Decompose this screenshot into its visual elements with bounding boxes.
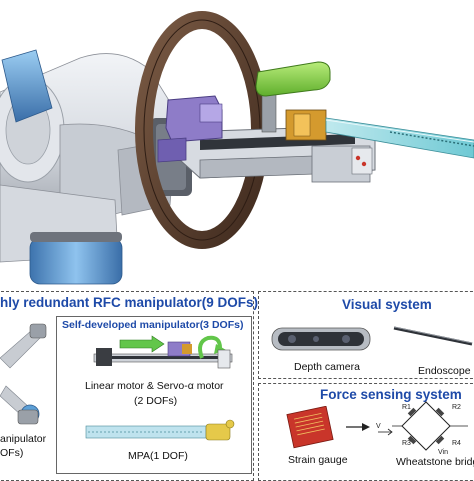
bridge-vout-label: V: [376, 423, 381, 430]
depth-camera-image: [271, 327, 371, 351]
wheatstone-bridge-diagram: [378, 401, 468, 451]
force-sensor-mount: [255, 61, 331, 141]
servo-motor: [157, 95, 223, 163]
mpa-image: [85, 419, 235, 441]
force-panel-title: Force sensing system: [320, 387, 462, 402]
self-developed-title: Self-developed manipulator(3 DOFs): [62, 319, 244, 331]
strain-gauge-caption: Strain gauge: [288, 454, 348, 466]
endoscope-image: [393, 326, 473, 346]
rfc-panel-title: hly redundant RFC manipulator(9 DOFs): [0, 295, 259, 310]
endoscope-caption: Endoscope: [418, 365, 471, 377]
visual-system-panel: [258, 291, 474, 379]
linear-servo-motor-image: [93, 335, 233, 369]
depth-camera-caption: Depth camera: [294, 361, 360, 373]
visual-panel-title: Visual system: [342, 297, 432, 312]
robot-arm: [0, 49, 176, 285]
motor-dofs-caption: (2 DOFs): [134, 395, 178, 407]
ur-arm-image: [0, 323, 47, 425]
rfc-robot-illustration: [0, 11, 474, 285]
bridge-label-r1: R1: [402, 404, 411, 411]
bridge-vin-label: Vin: [438, 449, 448, 456]
ur-arm-caption-2: OFs): [0, 447, 24, 459]
bridge-label-r2: R2: [452, 404, 461, 411]
ur-arm-caption-1: anipulator: [0, 433, 47, 445]
mpa-caption: MPA(1 DOF): [128, 450, 188, 462]
instrument-shaft: [325, 117, 474, 159]
bridge-label-r4: R4: [452, 440, 461, 447]
strain-gauge-image: [286, 406, 334, 449]
signal-arrow: [346, 423, 370, 431]
wheatstone-bridge-caption: Wheatstone bridg: [396, 456, 474, 468]
bridge-label-r3: R3: [402, 440, 411, 447]
motor-caption: Linear motor & Servo-α motor: [85, 380, 224, 392]
